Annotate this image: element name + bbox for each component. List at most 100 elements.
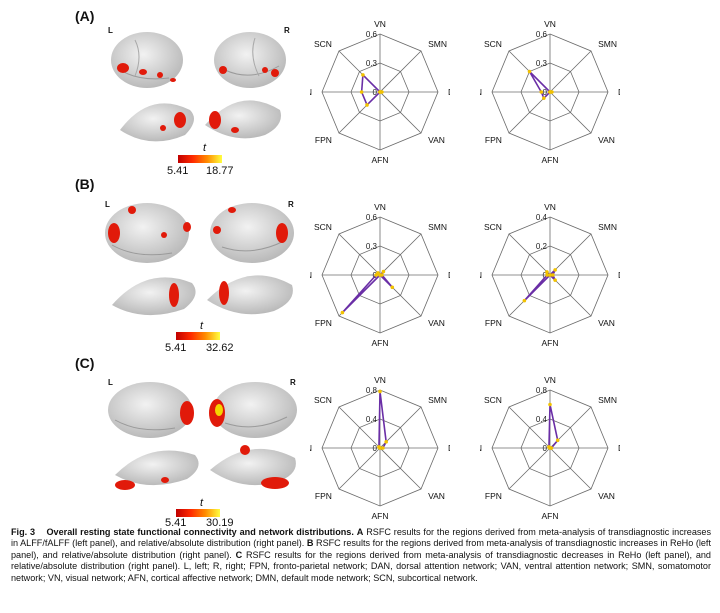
radar-tick-label: 0.4 — [536, 415, 548, 424]
radar-tick-label: 0.8 — [366, 386, 378, 395]
right-hemisphere-label-c: R — [290, 378, 296, 387]
radar-tick-label: 0 — [543, 444, 548, 453]
radar-axis-label: SMN — [598, 39, 617, 49]
radar-tick-label: 0.3 — [366, 59, 378, 68]
radar-axis-label: VAN — [428, 135, 445, 145]
colorbar-max-a: 18.77 — [206, 165, 234, 177]
radar-tick-label: 0.4 — [366, 415, 378, 424]
colorbar-b — [176, 332, 220, 340]
radar-axis-label: AFN — [542, 155, 559, 165]
radar-tick-label: 0.3 — [536, 59, 548, 68]
colorbar-min-b: 5.41 — [165, 342, 187, 354]
radar-point — [548, 402, 552, 407]
radar-axis-label: DAN — [448, 443, 450, 453]
radar-point — [340, 310, 345, 315]
caption-b-text: RSFC results for the regions derived fro… — [11, 538, 711, 560]
radar-point — [378, 90, 382, 94]
colorbar-variable-b: t — [200, 320, 204, 332]
radar-axis-label: FPN — [315, 491, 332, 501]
radar-axis-label: VAN — [598, 135, 615, 145]
radar-spoke — [338, 447, 381, 490]
radar-axis-label: DMN — [480, 87, 482, 97]
radar-tick-label: 0.8 — [536, 386, 548, 395]
radar-axis-label: AFN — [372, 511, 389, 521]
radar-tick-label: 0 — [373, 88, 378, 97]
radar-axis-label: DAN — [448, 270, 450, 280]
radar-axis-label: DAN — [618, 87, 620, 97]
radar-axis-label: AFN — [372, 338, 389, 348]
radar-point — [548, 90, 552, 94]
radar-chart-a-relative: 00.30.6VNSMNDANVANAFNFPNDMNSCN — [310, 19, 450, 165]
radar-axis-label: VN — [374, 202, 386, 212]
radar-spoke — [549, 233, 592, 276]
colorbar-variable-c: t — [200, 497, 204, 509]
radar-spoke — [508, 233, 551, 276]
colorbar-a — [178, 155, 222, 163]
radar-axis-label: DAN — [448, 87, 450, 97]
radar-series-line — [528, 70, 553, 99]
radar-axis-label: FPN — [485, 318, 502, 328]
radar-chart-b-absolute: 00.20.4VNSMNDANVANAFNFPNDMNSCN — [480, 202, 620, 348]
panel-label-c: (C) — [75, 355, 95, 371]
radar-axis-label: SMN — [598, 222, 617, 232]
colorbar-max-c: 30.19 — [206, 517, 234, 529]
radar-chart-c-absolute: 00.40.8VNSMNDANVANAFNFPNDMNSCN — [480, 375, 620, 521]
radar-axis-label: SCN — [484, 222, 502, 232]
brain-renderings-a — [111, 32, 286, 142]
left-hemisphere-label-c: L — [108, 378, 113, 387]
colorbar-variable-a: t — [203, 142, 207, 154]
caption-a-letter: A — [356, 527, 364, 537]
radar-point — [384, 440, 388, 444]
radar-point — [542, 96, 546, 100]
colorbar-min-a: 5.41 — [167, 165, 189, 177]
radar-point — [553, 268, 557, 272]
radar-spoke — [508, 447, 551, 490]
radar-spoke — [379, 50, 422, 93]
radar-axis-label: DMN — [480, 443, 482, 453]
radar-point — [548, 273, 552, 277]
radar-point — [359, 90, 364, 94]
radar-point — [365, 103, 369, 107]
colorbar-max-b: 32.62 — [206, 342, 234, 354]
radar-point — [551, 273, 555, 277]
radar-point — [527, 69, 532, 74]
radar-axis-label: SCN — [484, 39, 502, 49]
caption-title: Overall resting state functional connect… — [46, 527, 354, 537]
colorbar-min-c: 5.41 — [165, 517, 187, 529]
caption-b-letter: B — [306, 538, 314, 549]
radar-axis-label: DAN — [618, 270, 620, 280]
radar-point — [361, 73, 365, 77]
radar-axis-label: VAN — [428, 318, 445, 328]
radar-tick-label: 0.3 — [366, 242, 378, 251]
brain-renderings-b — [105, 203, 294, 316]
caption-figure-number: Fig. 3 — [11, 527, 36, 537]
radar-point — [377, 445, 381, 449]
radar-point — [553, 278, 557, 282]
radar-point — [547, 445, 551, 449]
radar-axis-label: DAN — [618, 443, 620, 453]
left-hemisphere-label-b: L — [105, 200, 110, 209]
radar-axis-label: SCN — [484, 395, 502, 405]
radar-axis-label: VN — [374, 375, 386, 385]
radar-tick-label: 0 — [373, 444, 378, 453]
radar-axis-label: FPN — [315, 135, 332, 145]
radar-spoke — [379, 447, 422, 490]
radar-axis-label: AFN — [542, 338, 559, 348]
right-hemisphere-label-a: R — [284, 26, 290, 35]
radar-axis-label: SCN — [314, 222, 332, 232]
radar-axis-label: FPN — [485, 135, 502, 145]
panel-label-b: (B) — [75, 176, 95, 192]
brain-renderings-c — [108, 382, 297, 490]
radar-tick-label: 0.4 — [536, 213, 548, 222]
radar-spoke — [549, 91, 592, 134]
radar-axis-label: VAN — [598, 491, 615, 501]
radar-spoke — [549, 274, 592, 317]
radar-axis-label: DMN — [310, 270, 312, 280]
radar-spoke — [549, 50, 592, 93]
radar-axis-label: AFN — [372, 155, 389, 165]
radar-axis-label: SMN — [598, 395, 617, 405]
figure-caption: Fig. 3 Overall resting state functional … — [11, 527, 711, 584]
radar-spoke — [379, 91, 422, 134]
caption-c-letter: C — [235, 549, 243, 560]
radar-axis-label: DMN — [310, 443, 312, 453]
